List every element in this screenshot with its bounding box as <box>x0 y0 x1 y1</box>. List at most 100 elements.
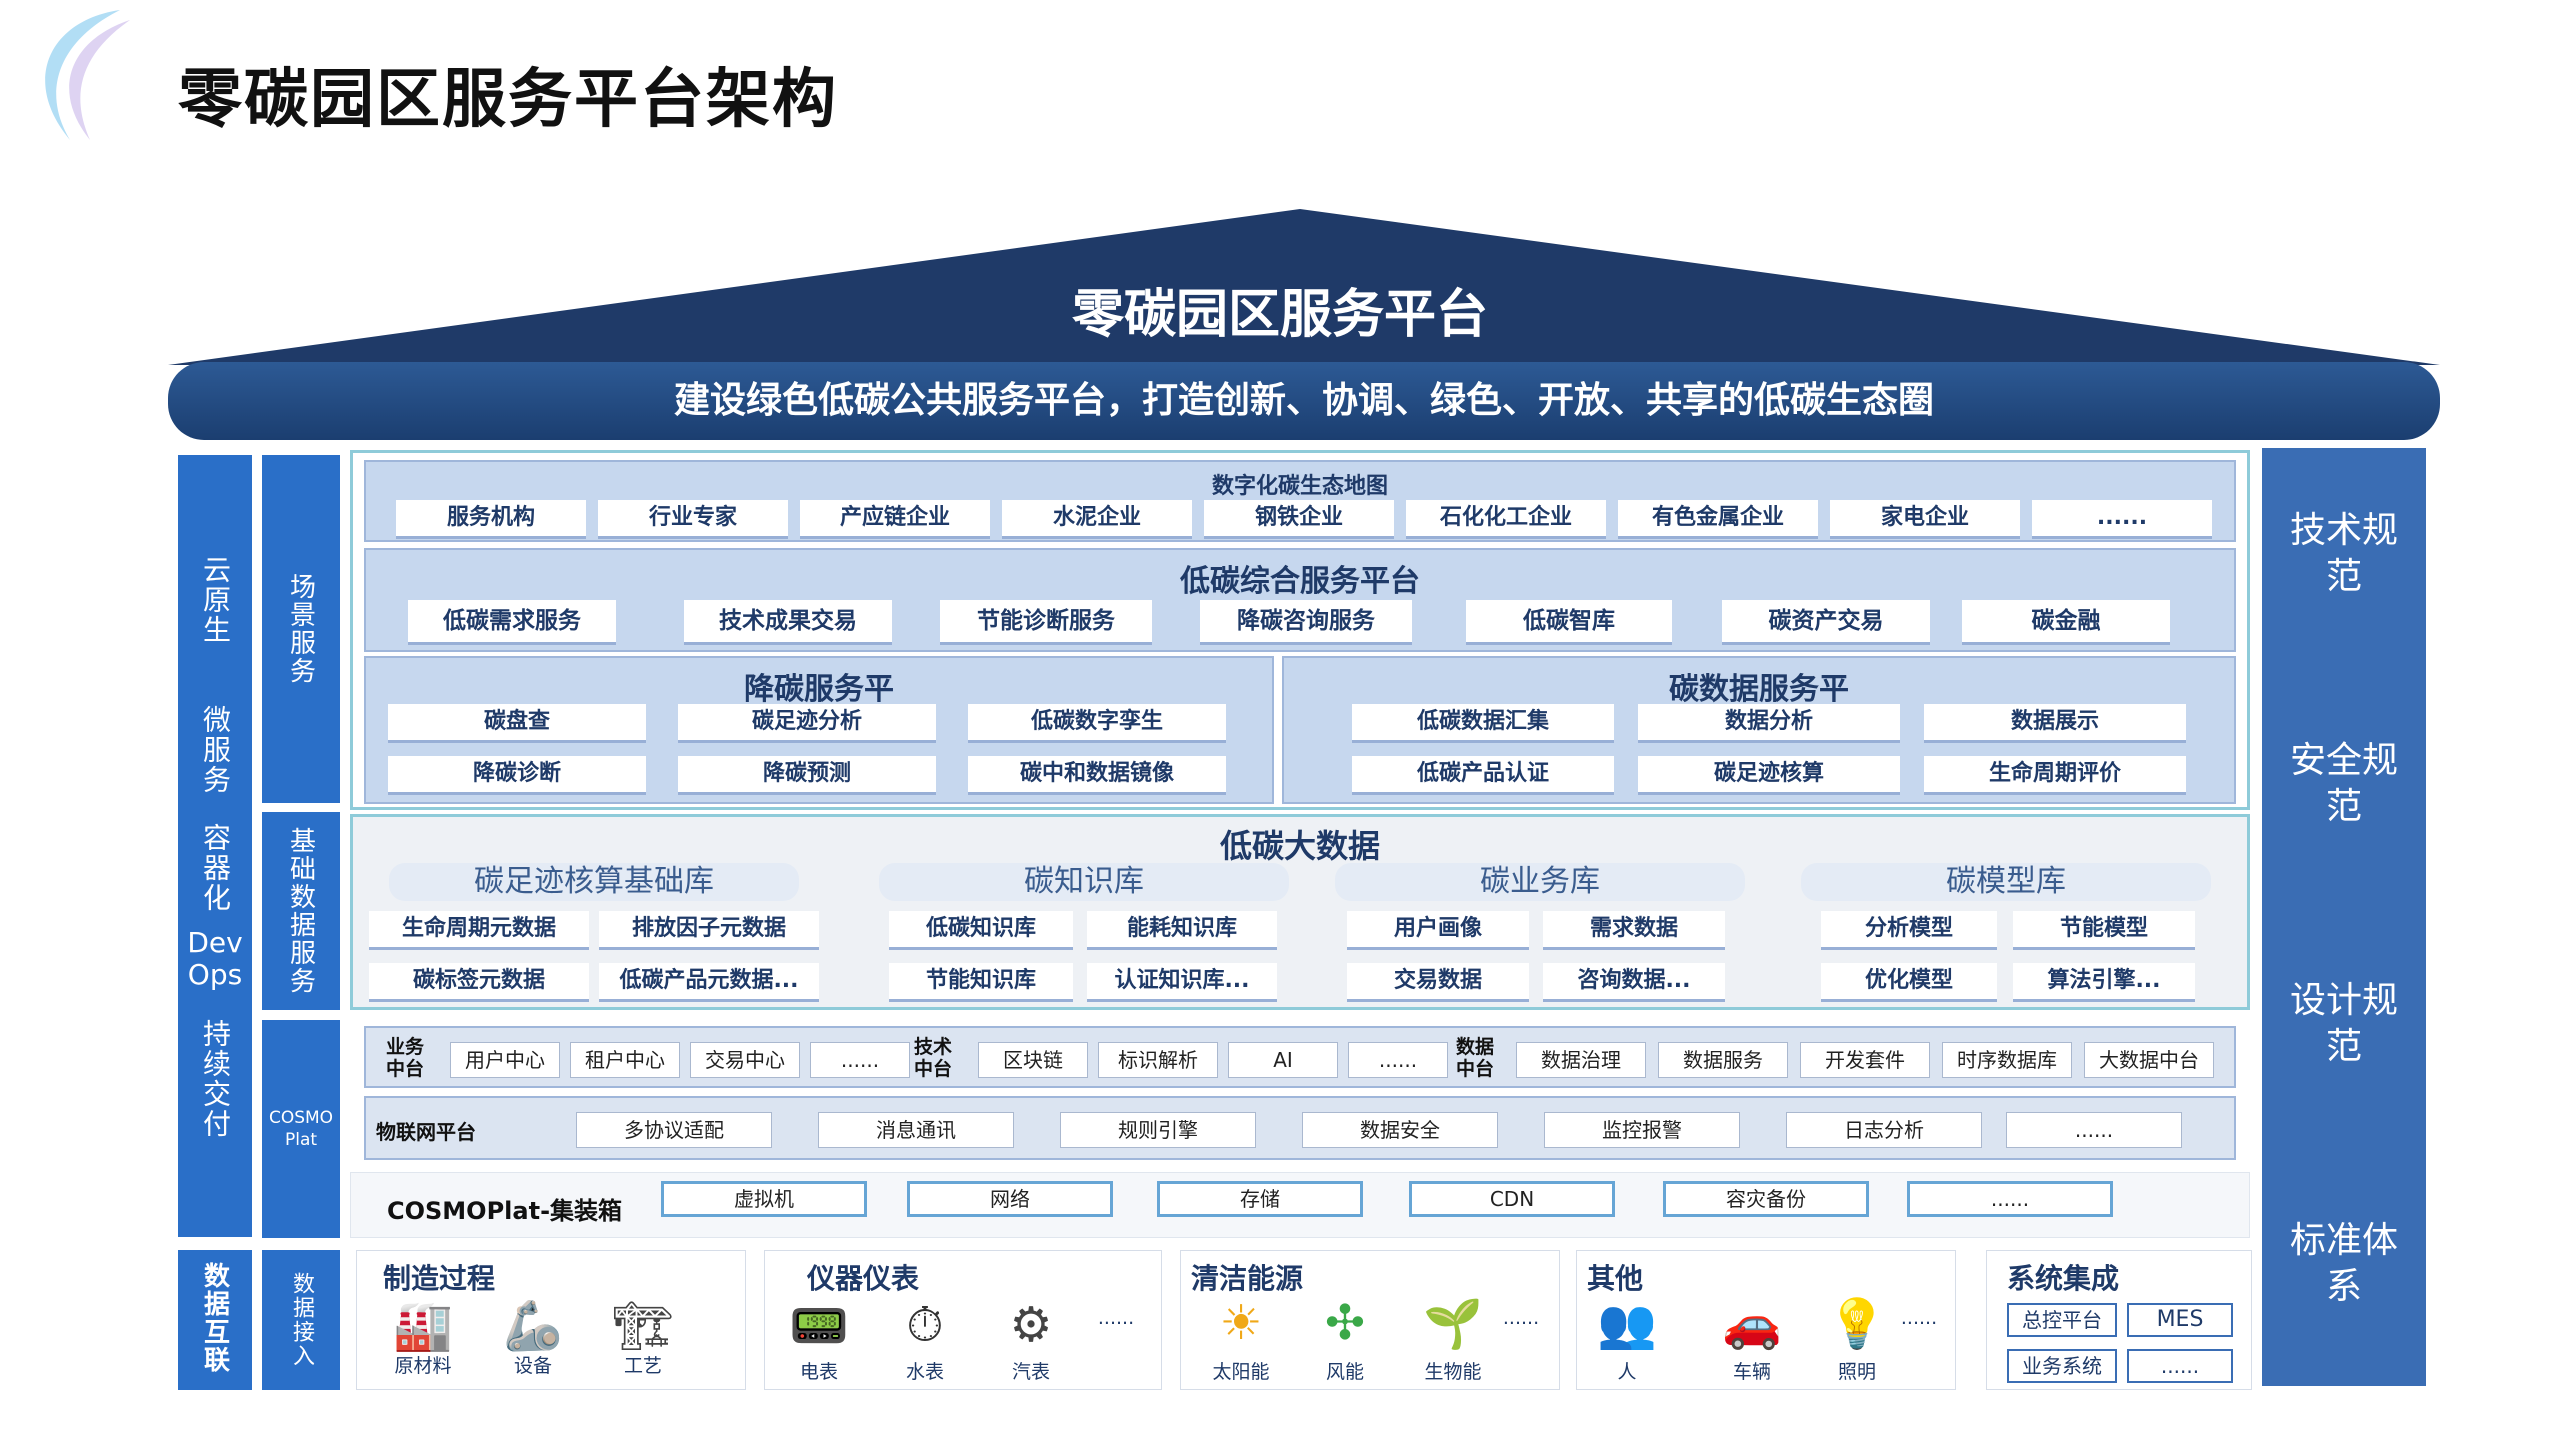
big-data-panel: 低碳大数据 碳足迹核算基础库 生命周期元数据 排放因子元数据 碳标签元数据 低碳… <box>350 814 2250 1010</box>
reduce-item: 碳中和数据镜像 <box>968 756 1226 795</box>
data-middle-item: 数据服务 <box>1658 1042 1788 1078</box>
others-item: 照明 <box>1837 1361 1876 1383</box>
composite-item: 低碳需求服务 <box>408 600 616 645</box>
lib-item: 优化模型 <box>1821 963 1997 1002</box>
page-title: 零碳园区服务平台架构 <box>178 63 838 137</box>
meter-item: 电表 <box>799 1361 838 1383</box>
integration-item: 业务系统 <box>2007 1349 2117 1383</box>
sun-icon: ☀ <box>1219 1295 1263 1351</box>
reduce-title: 降碳服务平 <box>744 672 894 707</box>
tech-item: AI <box>1228 1042 1338 1078</box>
scene-service-panel <box>350 450 2250 810</box>
lib-title: 碳模型库 <box>1801 863 2211 901</box>
lib-item: 算法引擎... <box>2013 963 2195 1002</box>
energy-item: 太阳能 <box>1212 1361 1270 1383</box>
energy-section: 清洁能源 ☀ 太阳能 ✣ 风能 🌱 生物能 ...... <box>1180 1250 1560 1390</box>
container-item: CDN <box>1409 1181 1615 1217</box>
lib-item: 需求数据 <box>1543 911 1725 950</box>
lib-title: 碳知识库 <box>879 863 1289 901</box>
business-item: 用户中心 <box>450 1042 560 1078</box>
eco-map-title: 数字化碳生态地图 <box>1211 474 1388 499</box>
carbon-data-item: 低碳数据汇集 <box>1352 704 1614 743</box>
data-middle-item: 数据治理 <box>1516 1042 1646 1078</box>
lib-item: 低碳知识库 <box>889 911 1073 950</box>
container-item: 虚拟机 <box>661 1181 867 1217</box>
cd-label: 持续交付 <box>199 1019 232 1139</box>
iot-item: 消息通讯 <box>818 1112 1014 1148</box>
iot-item: 数据安全 <box>1302 1112 1498 1148</box>
carbon-data-item: 生命周期评价 <box>1924 756 2186 795</box>
manufacturing-item: 设备 <box>513 1355 552 1377</box>
data-middle-item: 大数据中台 <box>2084 1042 2214 1078</box>
energy-item: 风能 <box>1325 1361 1364 1383</box>
iot-item: 多协议适配 <box>576 1112 772 1148</box>
reduce-carbon-panel: 降碳服务平 碳盘查 碳足迹分析 低碳数字孪生 降碳诊断 降碳预测 碳中和数据镜像 <box>364 656 1274 804</box>
base-data-column: 基础数据服务 <box>262 812 340 1010</box>
lib-item: 节能知识库 <box>889 963 1073 1002</box>
integration-item: MES <box>2127 1303 2233 1337</box>
energy-title: 清洁能源 <box>1191 1262 1304 1295</box>
carbon-data-item: 低碳产品认证 <box>1352 756 1614 795</box>
plant-icon: 🏗 <box>612 1298 674 1354</box>
data-middle-item: 开发套件 <box>1800 1042 1930 1078</box>
tech-item: 区块链 <box>978 1042 1088 1078</box>
carbon-data-item: 数据分析 <box>1638 704 1900 743</box>
manufacturing-title: 制造过程 <box>383 1262 496 1295</box>
carbon-data-item: 数据展示 <box>1924 704 2186 743</box>
others-item: 人 <box>1617 1361 1637 1383</box>
meters-title: 仪器仪表 <box>807 1262 920 1295</box>
lib-item: 排放因子元数据 <box>599 911 819 950</box>
integration-section: 系统集成 总控平台 MES 业务系统 ...... <box>1986 1250 2252 1390</box>
roof-shape <box>168 209 2440 365</box>
carbon-data-panel: 碳数据服务平 低碳数据汇集 数据分析 数据展示 低碳产品认证 碳足迹核算 生命周… <box>1282 656 2236 804</box>
cosmoplat-label: COSMO Plat <box>268 1108 334 1150</box>
cloud-native-column: 云原生 微服务 容器化 Dev Ops 持续交付 <box>178 455 252 1237</box>
standards-column: 技术规范 安全规范 设计规范 标准体系 <box>2262 448 2426 1386</box>
eco-item: 行业专家 <box>598 500 788 539</box>
meter-item: 汽表 <box>1011 1361 1050 1383</box>
data-middle-item: 时序数据库 <box>1942 1042 2072 1078</box>
big-data-title: 低碳大数据 <box>1219 827 1380 865</box>
data-interconnect-label: 数据互联 <box>199 1262 230 1374</box>
container-item: ...... <box>1907 1181 2113 1217</box>
security-standard-label: 安全规范 <box>2289 740 2398 827</box>
lib-item: 碳标签元数据 <box>369 963 589 1002</box>
iot-platform-row: 物联网平台 多协议适配 消息通讯 规则引擎 数据安全 监控报警 日志分析 ...… <box>364 1096 2236 1160</box>
eco-item: 水泥企业 <box>1002 500 1192 539</box>
business-item: 租户中心 <box>570 1042 680 1078</box>
tech-middle-label: 技术中台 <box>914 1036 953 1080</box>
reduce-item: 碳盘查 <box>388 704 646 743</box>
lib-item: 能耗知识库 <box>1087 911 1277 950</box>
lib-title: 碳业务库 <box>1335 863 1745 901</box>
reduce-item: 低碳数字孪生 <box>968 704 1226 743</box>
cloud-native-label: 云原生 <box>199 555 232 645</box>
tech-standard-label: 技术规范 <box>2289 510 2398 597</box>
container-item: 容灾备份 <box>1663 1181 1869 1217</box>
container-label: COSMOPlat-集装箱 <box>387 1197 623 1225</box>
data-access-column: 数据接入 <box>262 1250 340 1390</box>
people-icon: 👥 <box>1597 1296 1657 1352</box>
integration-title: 系统集成 <box>2007 1262 2120 1295</box>
standard-system-label: 标准体系 <box>2289 1220 2398 1307</box>
others-item: 车辆 <box>1732 1361 1771 1383</box>
valve-icon: ⚙ <box>1009 1297 1053 1353</box>
iot-item: 监控报警 <box>1544 1112 1740 1148</box>
integration-item: ...... <box>2127 1349 2233 1383</box>
data-interconnect-column: 数据互联 <box>178 1250 252 1390</box>
carbon-data-title: 碳数据服务平 <box>1669 672 1849 707</box>
manufacturing-item: 原材料 <box>394 1355 452 1377</box>
meter-item: 水表 <box>905 1361 944 1383</box>
scene-service-label: 场景服务 <box>285 573 316 685</box>
bulb-icon: 💡 <box>1827 1296 1887 1352</box>
composite-item: 低碳智库 <box>1466 600 1672 645</box>
composite-item: 节能诊断服务 <box>940 600 1152 645</box>
middle-platforms-row: 业务中台 用户中心 租户中心 交易中心 ...... 技术中台 区块链 标识解析… <box>364 1026 2236 1088</box>
factory-icon: 🏭 <box>393 1298 453 1354</box>
roof-title: 零碳园区服务平台 <box>1071 285 1488 345</box>
leaf-icon: 🌱 <box>1423 1296 1483 1352</box>
meter-icon: 📟 <box>789 1298 849 1354</box>
composite-title: 低碳综合服务平台 <box>1180 564 1420 599</box>
tech-item: ...... <box>1348 1042 1448 1078</box>
composite-item: 碳资产交易 <box>1722 600 1930 645</box>
iot-label: 物联网平台 <box>376 1120 476 1144</box>
